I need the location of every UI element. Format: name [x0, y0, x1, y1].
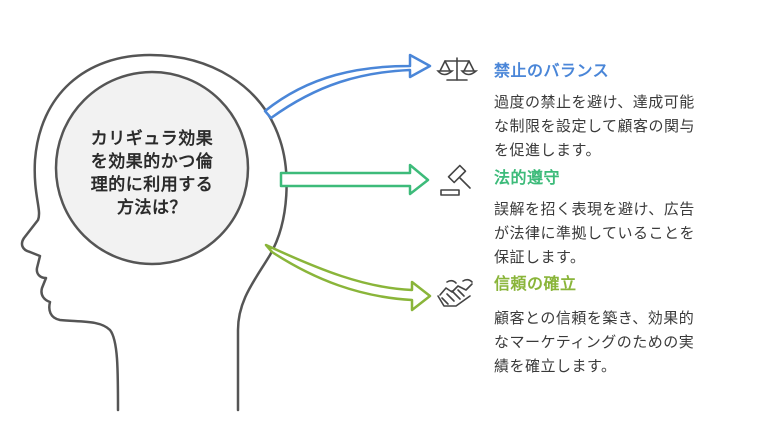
center-circle [54, 70, 250, 266]
arrow-legal [279, 163, 430, 196]
item-desc-trust: 顧客との信頼を築き、効果的 なマーケティングのための実 績を確立します。 [494, 306, 762, 378]
item-desc-balance: 過度の禁止を避け、達成可能 な制限を設定して顧客の関与 を促進します。 [494, 90, 762, 162]
desc-line: が法律に準拠していることを [494, 224, 696, 242]
arrow-balance [263, 53, 432, 120]
item-desc-legal: 誤解を招く表現を避け、広告 が法律に準拠していることを 保証します。 [494, 197, 762, 269]
center-line: 理的に利用する [90, 175, 214, 195]
handshake-icon [437, 278, 473, 307]
desc-line: 顧客との信頼を築き、効果的 [494, 309, 695, 327]
head-outline [20, 53, 288, 412]
center-question: カリギュラ効果 を効果的かつ倫 理的に利用する 方法は？ [72, 128, 232, 220]
desc-line: を促進します。 [494, 141, 602, 159]
center-line: を効果的かつ倫 [90, 152, 214, 172]
desc-line: 過度の禁止を避け、達成可能 [494, 93, 695, 111]
desc-line: 誤解を招く表現を避け、広告 [494, 200, 695, 218]
center-line: 方法は？ [117, 198, 187, 218]
item-title-balance: 禁止のバランス [494, 61, 610, 80]
desc-line: なマーケティングのための実 [494, 333, 695, 351]
desc-line: な制限を設定して顧客の関与 [494, 117, 696, 135]
center-line: カリギュラ効果 [90, 129, 214, 149]
gavel-icon [440, 164, 471, 196]
arrow-trust [264, 243, 432, 312]
balance-scale-icon [436, 57, 479, 81]
desc-line: 績を確立します。 [494, 357, 617, 375]
item-title-trust: 信頼の確立 [494, 274, 577, 293]
item-title-legal: 法的遵守 [494, 168, 561, 187]
desc-line: 保証します。 [494, 248, 586, 266]
